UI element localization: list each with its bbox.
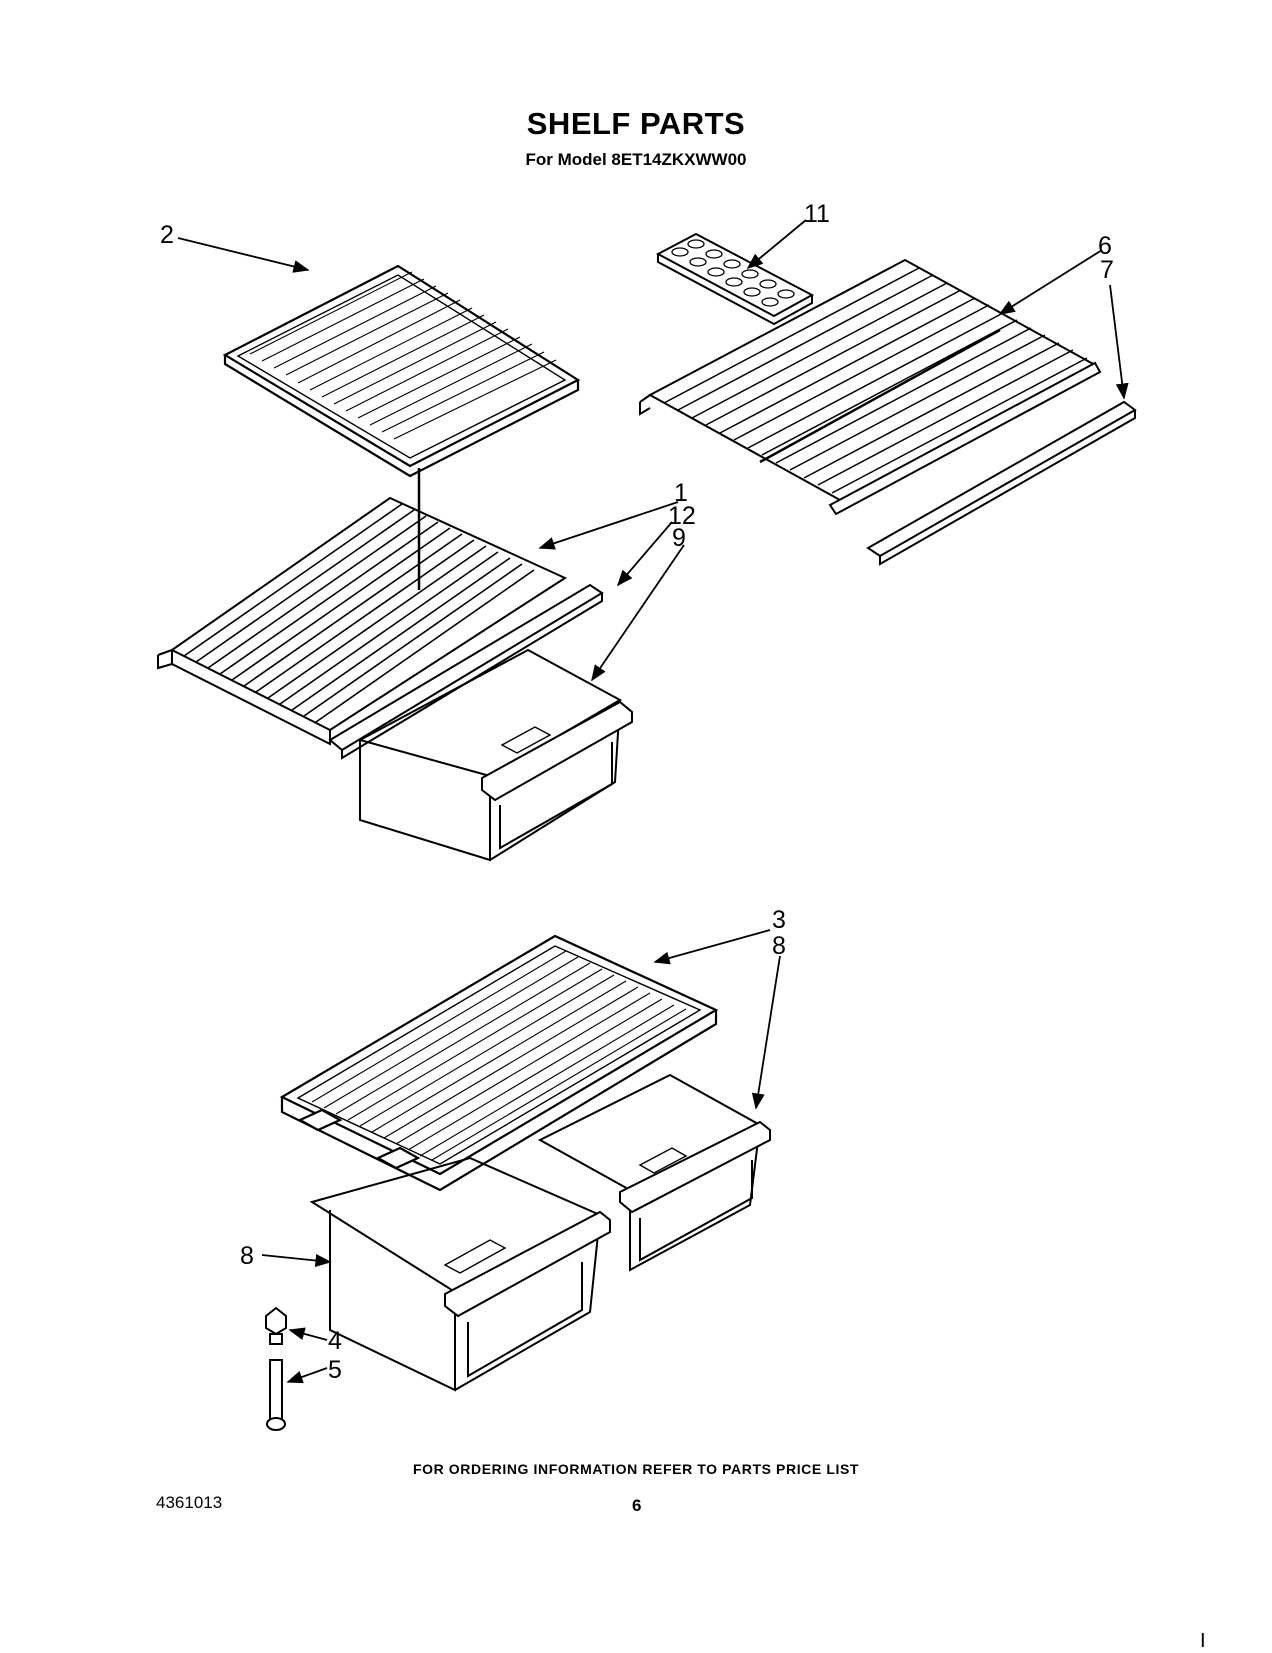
part-2-ribs [249,271,557,440]
part-7-trim [866,400,1137,566]
callout-2: 2 [160,221,174,249]
part-5-axle [266,1359,286,1431]
callout-11: 11 [804,200,830,228]
callout-labels: 2 11 6 7 1 12 9 3 8 8 4 5 [160,200,1114,1384]
corner-mark: I [1200,1630,1206,1652]
callout-9: 9 [672,524,686,552]
part-2-shelf [222,264,581,590]
page-number: 6 [632,1496,642,1515]
callout-8-left: 8 [240,1242,254,1270]
page-title: SHELF PARTS [526,106,746,141]
callout-8-right: 8 [772,932,786,960]
part-8-drawer-right [537,1073,771,1272]
part-12-trim [328,583,604,760]
callout-4: 4 [328,1327,342,1355]
callout-12: 12 [668,502,696,530]
ordering-note: FOR ORDERING INFORMATION REFER TO PARTS … [412,1461,860,1477]
callout-3: 3 [772,906,786,934]
callout-6: 6 [1098,232,1112,260]
document-number: 4361013 [156,1493,223,1512]
part-4-roller [265,1306,287,1345]
leader-lines [177,219,1129,1384]
part-1-wires [183,503,535,723]
part-8-drawer-left [309,1156,611,1392]
model-subtitle: For Model 8ET14ZKXWW00 [525,150,747,169]
callout-1: 1 [674,479,688,507]
part-9-drawer [357,648,633,862]
part-6-wire-shelf [639,258,1102,516]
part-3-ribs [311,950,687,1161]
part-3-shelf [279,934,719,1192]
part-11-ice-tray [655,232,815,326]
callout-5: 5 [328,1356,342,1384]
part-6-wires [663,267,1088,494]
callout-7: 7 [1100,256,1114,284]
part-1-wire-shelf [157,496,568,746]
